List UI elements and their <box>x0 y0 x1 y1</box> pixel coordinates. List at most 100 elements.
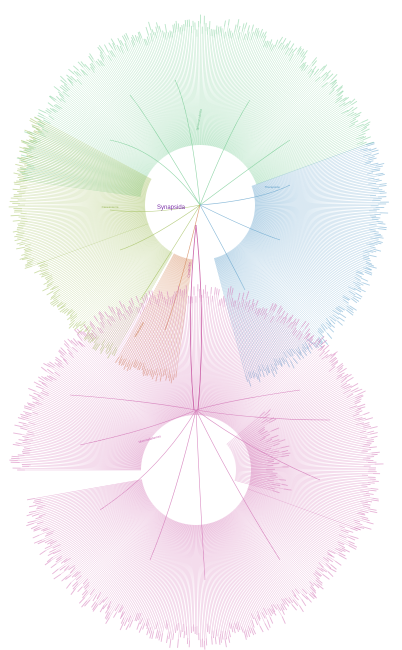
pink-leaf-label <box>166 623 169 630</box>
green-branch <box>214 28 245 147</box>
green-branch <box>254 127 364 180</box>
pink-leaf-label <box>340 377 347 383</box>
blue-branch <box>249 229 358 283</box>
yellowgreen-leaf-label <box>85 325 91 332</box>
pink-branch <box>60 497 149 551</box>
green-branch <box>253 125 364 179</box>
pink-branch <box>205 524 226 639</box>
pink-leaf-label <box>92 602 98 611</box>
green-leaf-label <box>288 53 294 62</box>
pink-branch <box>249 481 369 509</box>
blue-leaf-label <box>348 290 356 296</box>
blue-branch <box>251 223 369 267</box>
pink-leaf-label <box>119 606 124 613</box>
blue-leaf-label <box>273 367 278 375</box>
green-branch <box>218 34 255 148</box>
pink-branch <box>250 471 362 476</box>
pink-leaf-label <box>69 567 76 574</box>
pink-branch <box>246 397 356 448</box>
pink-leaf-label <box>122 304 128 313</box>
pink-branch <box>86 512 161 601</box>
pink-branch <box>217 314 265 420</box>
pink-branch <box>243 497 340 555</box>
yellowgreen-branch <box>27 187 146 200</box>
yellowgreen-branch <box>25 149 148 189</box>
yellowgreen-branch <box>40 129 151 182</box>
green-branch <box>234 62 302 157</box>
yellowgreen-branch <box>39 134 150 184</box>
green-branch <box>234 57 303 156</box>
yellowgreen-leaf-label <box>72 322 78 329</box>
green-leaf-label <box>171 31 174 38</box>
pink-leaf-label <box>315 579 323 586</box>
pink-branch <box>46 384 149 443</box>
green-branch <box>255 144 357 184</box>
blue-branch <box>253 167 375 194</box>
pink-branch <box>141 521 179 627</box>
pink-branch <box>126 312 175 420</box>
green-branch <box>72 85 157 165</box>
blue-branch <box>252 221 363 256</box>
green-leaf-label <box>37 115 46 120</box>
pink-branch <box>48 395 147 446</box>
yellowgreen-leaf-label <box>24 129 33 134</box>
pink-branch <box>249 424 363 456</box>
green-branch <box>102 53 168 155</box>
blue-branch <box>254 208 370 216</box>
pink-leaf-label <box>104 611 109 619</box>
yellowgreen-branch <box>63 236 156 304</box>
pink-leaf-label <box>22 449 32 452</box>
yellowgreen-leaf-label <box>77 328 84 334</box>
pink-branch <box>122 307 174 420</box>
pink-leaf-label <box>119 611 124 620</box>
pink-branch <box>19 458 142 467</box>
green-leaf-label <box>338 102 346 107</box>
yellowgreen-leaf-label <box>26 154 34 158</box>
pink-leaf-label <box>165 620 168 629</box>
pink-branch <box>235 478 284 490</box>
pink-branch <box>170 524 188 632</box>
pink-branch <box>234 509 311 588</box>
green-leaf-label <box>342 96 350 102</box>
pink-leaf-label <box>343 385 352 390</box>
green-branch <box>255 138 357 182</box>
green-branch <box>246 92 338 168</box>
green-leaf-label <box>52 108 59 113</box>
green-leaf-label <box>217 26 220 35</box>
pink-branch <box>227 515 286 599</box>
green-leaf-label <box>181 25 184 32</box>
green-branch <box>238 77 310 160</box>
green-branch <box>157 33 186 147</box>
pink-branch <box>47 489 145 528</box>
green-branch <box>191 33 198 146</box>
pink-branch <box>28 426 143 457</box>
pink-branch <box>209 309 238 417</box>
pink-leaf-label <box>261 612 266 619</box>
yellowgreen-branch <box>85 244 162 325</box>
yellowgreen-leaf-label <box>46 277 54 283</box>
blue-branch <box>251 150 361 188</box>
yellowgreen-branch <box>26 209 146 219</box>
yellowgreen-branch <box>85 244 162 322</box>
yellowgreen-leaf-label <box>79 321 86 327</box>
blue-leaf-label <box>283 351 288 359</box>
green-branch <box>229 50 290 154</box>
pink-leaf-label <box>262 433 270 438</box>
blue-branch <box>253 215 371 239</box>
pink-branch <box>45 482 143 506</box>
green-leaf-label <box>307 68 313 75</box>
green-leaf-label <box>28 144 36 149</box>
yellowgreen-leaf-label <box>14 235 23 238</box>
pink-branch <box>248 485 363 519</box>
pink-branch <box>246 408 350 450</box>
blue-branch <box>253 217 370 247</box>
pink-branch <box>79 334 161 429</box>
green-leaf-label <box>68 79 74 87</box>
blue-leaf-label <box>352 281 361 287</box>
pink-leaf-label <box>322 344 330 352</box>
blue-branch <box>227 252 284 353</box>
green-branch <box>237 65 313 159</box>
blue-branch <box>254 175 379 197</box>
pink-leaf-label <box>317 583 324 590</box>
pink-leaf-label <box>340 382 348 388</box>
